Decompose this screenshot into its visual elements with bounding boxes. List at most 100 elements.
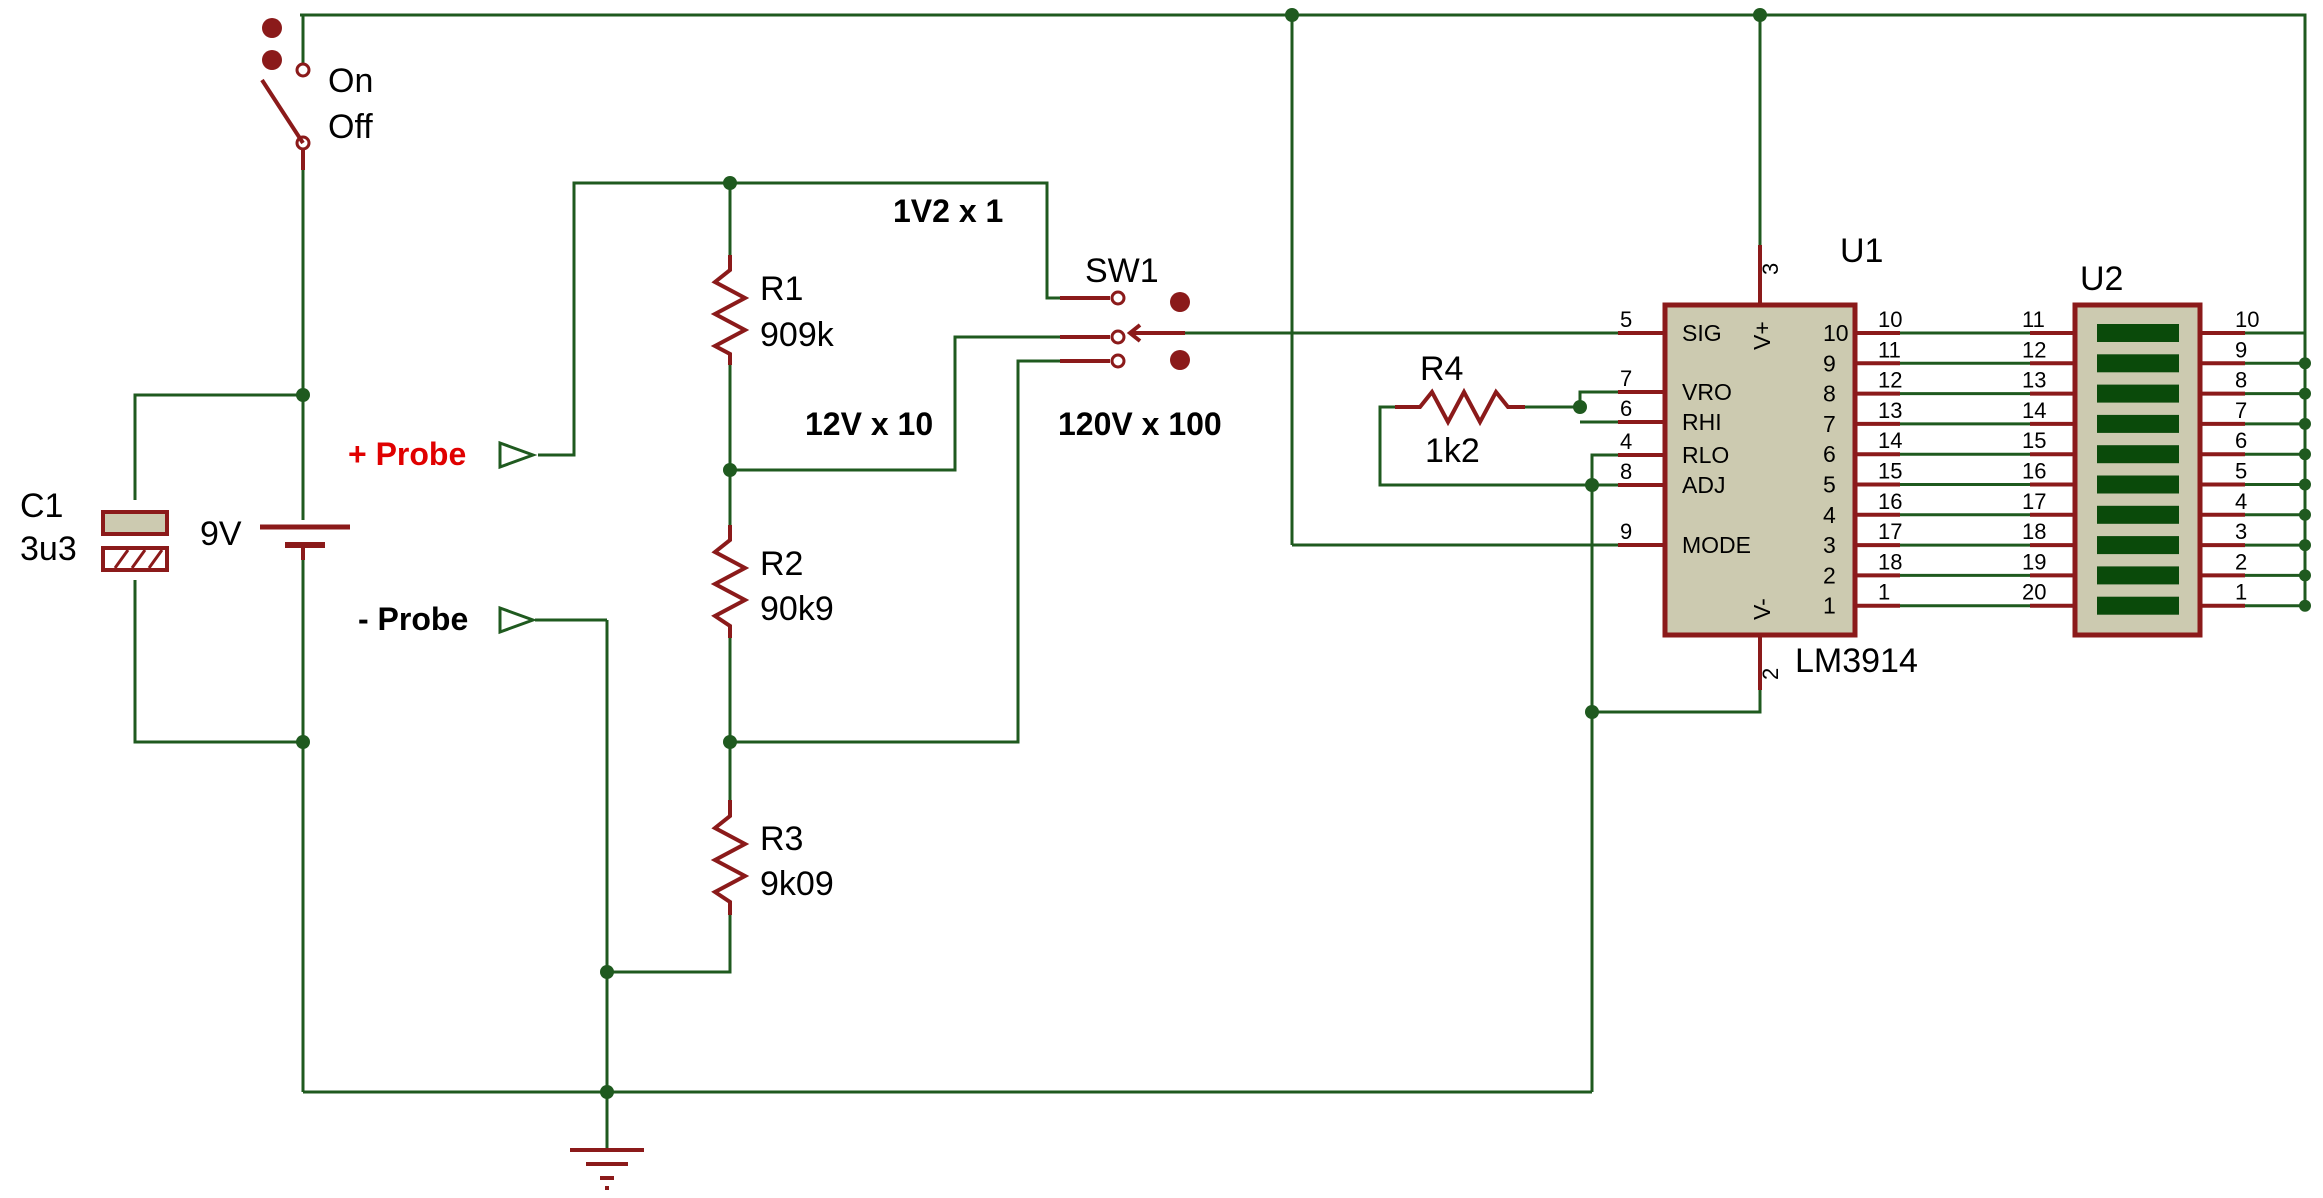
u1-left-pin-label: VRO <box>1682 379 1732 405</box>
u1-right-pin-label: 5 <box>1823 472 1836 498</box>
u1-left-pin-num: 6 <box>1620 396 1632 421</box>
led-segment <box>2097 354 2179 373</box>
u2-left-pin-num: 20 <box>2022 580 2046 605</box>
resistor-r4: R4 1k2 <box>1395 350 1525 470</box>
r3-value: 9k09 <box>760 865 834 903</box>
u1-right-pin-label: 10 <box>1823 320 1849 346</box>
u1-left-pin-label: RLO <box>1682 442 1729 468</box>
power-switch: On Off <box>260 15 373 170</box>
led-segment <box>2097 566 2179 585</box>
battery-value: 9V <box>200 515 242 553</box>
r3-ref: R3 <box>760 820 803 858</box>
u1-right-pin-label: 7 <box>1823 411 1836 437</box>
u1-right-pin-num: 13 <box>1878 398 1902 423</box>
u2-right-pin-num: 8 <box>2235 368 2247 393</box>
u1-right-pin-label: 4 <box>1823 502 1836 528</box>
u1-right-pin-num: 18 <box>1878 549 1902 574</box>
resistor-r2: R2 90k9 <box>710 525 834 638</box>
led-segment <box>2097 596 2179 615</box>
u2-right-pin-num: 10 <box>2235 307 2259 332</box>
r2-value: 90k9 <box>760 590 834 628</box>
u1-left-pin-label: MODE <box>1682 532 1751 558</box>
range-10-label: 12V x 10 <box>805 406 933 442</box>
u1-right-pin-num: 12 <box>1878 368 1902 393</box>
sw1-ref: SW1 <box>1085 252 1159 290</box>
r2-ref: R2 <box>760 545 803 583</box>
probe-plus-label: + Probe <box>348 436 466 472</box>
range-switch-sw1: SW1 1V2 x 1 12V x 10 120V x 100 <box>805 193 1222 442</box>
u1-left-pin-num: 8 <box>1620 459 1632 484</box>
u1-right-pin-label: 8 <box>1823 381 1836 407</box>
range-1-label: 1V2 x 1 <box>893 193 1003 229</box>
c1-value: 3u3 <box>20 530 77 568</box>
u1-left-pin-label: RHI <box>1682 409 1722 435</box>
led-segment <box>2097 445 2179 464</box>
r1-ref: R1 <box>760 270 803 308</box>
u2-left-pin-num: 17 <box>2022 489 2046 514</box>
u2-right-pin-num: 6 <box>2235 428 2247 453</box>
led-segment <box>2097 475 2179 494</box>
u1-vplus-label: V+ <box>1749 321 1775 350</box>
u1-part-label: LM3914 <box>1795 642 1918 680</box>
led-segment <box>2097 536 2179 555</box>
u2-right-pin-num: 4 <box>2235 489 2247 514</box>
u2-left-pin-num: 16 <box>2022 459 2046 484</box>
u1-ref: U1 <box>1840 232 1883 270</box>
u2-left-pin-num: 15 <box>2022 428 2046 453</box>
resistor-r3: R3 9k09 <box>710 800 834 915</box>
u1-right-pin-num: 15 <box>1878 459 1902 484</box>
range-100-label: 120V x 100 <box>1058 406 1222 442</box>
u1-right-pin-label: 1 <box>1823 593 1836 619</box>
u1-left-pin-num: 5 <box>1620 307 1632 332</box>
probe-plus: + Probe <box>348 436 538 472</box>
c1-ref: C1 <box>20 487 63 525</box>
u1-right-pin-label: 3 <box>1823 532 1836 558</box>
u1-pin-3: 3 <box>1758 263 1783 275</box>
u1-vminus-label: V- <box>1749 598 1775 620</box>
u1-right-pin-label: 6 <box>1823 441 1836 467</box>
u2-left-pin-num: 19 <box>2022 549 2046 574</box>
u1-right-pin-num: 10 <box>1878 307 1902 332</box>
u2-left-pin-num: 18 <box>2022 519 2046 544</box>
battery-9v: 9V <box>200 515 350 560</box>
u1-right-pin-label: 9 <box>1823 350 1836 376</box>
u2-ref: U2 <box>2080 260 2123 298</box>
u2-right-pin-num: 7 <box>2235 398 2247 423</box>
wires <box>133 13 2307 1150</box>
u1-right-pin-num: 11 <box>1878 337 1901 362</box>
u1-right-pin-label: 2 <box>1823 562 1836 588</box>
u1-right-pin-num: 17 <box>1878 519 1902 544</box>
u1-left-pin-label: SIG <box>1682 320 1722 346</box>
resistor-r1: R1 909k <box>710 255 835 365</box>
probe-minus: - Probe <box>358 601 538 637</box>
led-segment <box>2097 324 2179 342</box>
u2-left-pin-num: 11 <box>2022 307 2045 332</box>
led-segment <box>2097 384 2179 403</box>
u1-left-pin-num: 4 <box>1620 429 1632 454</box>
capacitor-c1: C1 3u3 <box>20 487 169 572</box>
switch-on-label: On <box>328 62 373 100</box>
u2-left-pin-num: 13 <box>2022 368 2046 393</box>
u2-left-pin-num: 14 <box>2022 398 2046 423</box>
u1-right-pin-num: 1 <box>1878 580 1890 605</box>
u1-left-pin-num: 9 <box>1620 519 1632 544</box>
u1-left-pin-label: ADJ <box>1682 472 1725 498</box>
switch-off-label: Off <box>328 108 373 146</box>
u2-right-pin-num: 5 <box>2235 459 2247 484</box>
led-segment <box>2097 505 2179 524</box>
probe-minus-label: - Probe <box>358 601 468 637</box>
ground-symbol <box>570 1148 644 1190</box>
u2-right-pin-num: 1 <box>2235 580 2247 605</box>
u1-left-pin-num: 7 <box>1620 366 1632 391</box>
r1-value: 909k <box>760 316 835 354</box>
u2-right-pin-num: 3 <box>2235 519 2247 544</box>
led-segment <box>2097 414 2179 433</box>
r4-ref: R4 <box>1420 350 1463 388</box>
u1-right-pin-num: 16 <box>1878 489 1902 514</box>
u2-right-pin-num: 9 <box>2235 337 2247 362</box>
u1-pin-2: 2 <box>1758 668 1783 680</box>
u2-right-pin-num: 2 <box>2235 549 2247 574</box>
junction-dots <box>296 8 2311 1099</box>
